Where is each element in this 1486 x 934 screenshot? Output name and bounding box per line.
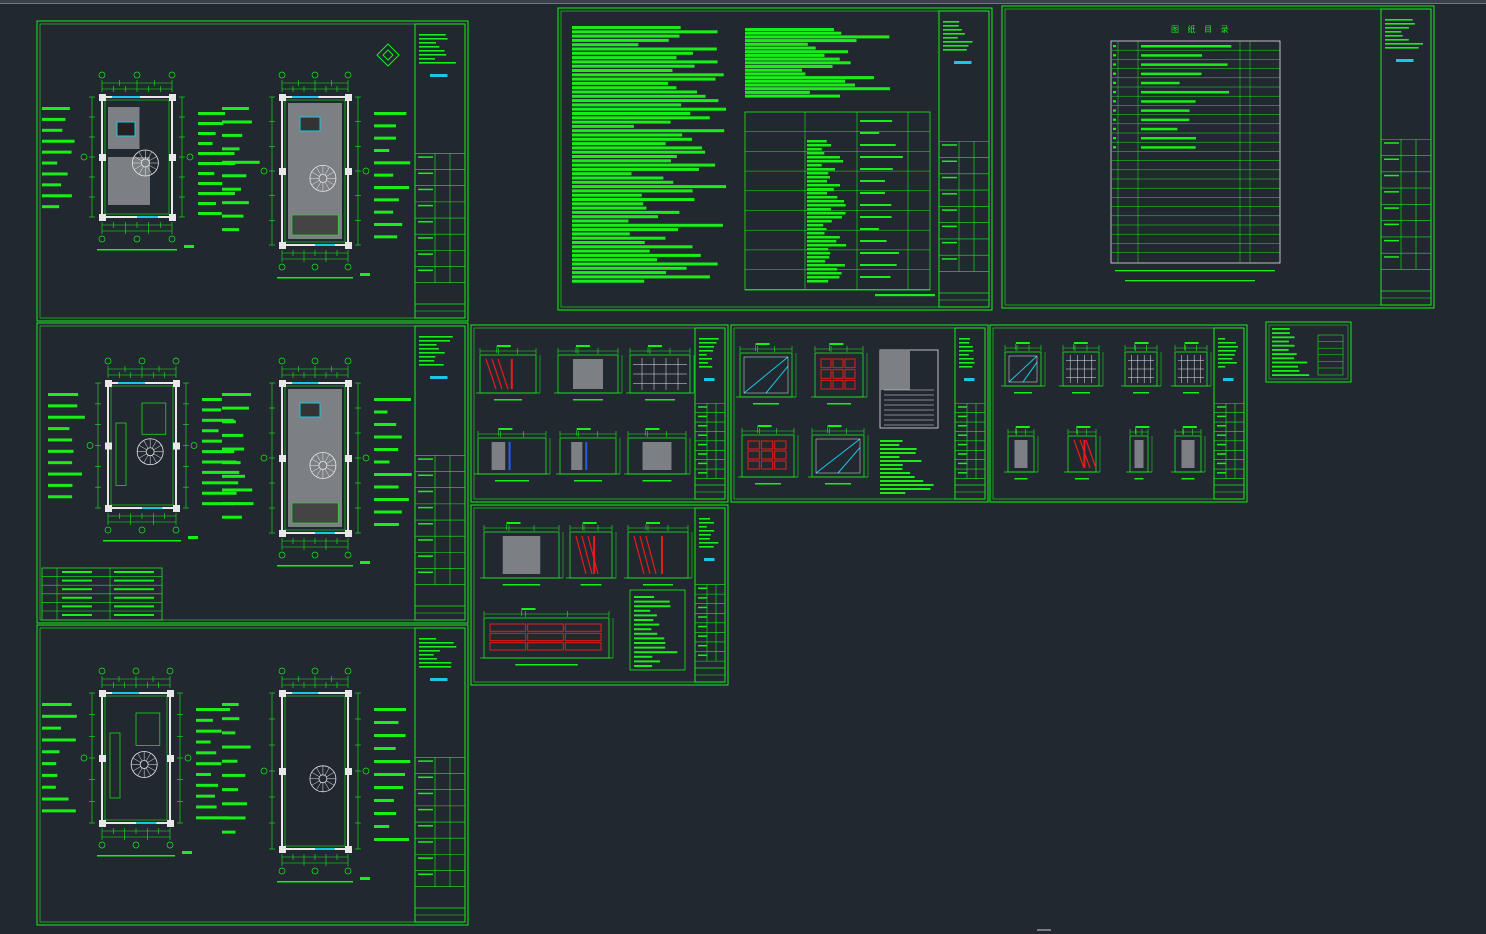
sheet-floor-plans-2[interactable]: [36, 322, 469, 624]
cursor-crosshair-icon: [1037, 929, 1051, 931]
sheet-floor-plans-1[interactable]: [36, 20, 469, 322]
sheet-floor-plans-3[interactable]: [36, 624, 469, 926]
sheet-elevations-2[interactable]: [730, 324, 989, 503]
sheet-elevations-1[interactable]: [470, 324, 729, 503]
sheet-detail-small[interactable]: [1265, 321, 1352, 383]
sheet-elevations-4[interactable]: [470, 504, 729, 686]
index-sheet-heading: 图 纸 目 录: [1171, 25, 1232, 34]
sheet-drawing-index[interactable]: [1001, 5, 1435, 309]
window-top-edge: [0, 0, 1486, 4]
north-arrow-icon: [376, 43, 400, 67]
sheet-layer: [36, 5, 1435, 926]
sheet-design-notes[interactable]: [557, 7, 993, 311]
sheet-elevations-3[interactable]: [989, 324, 1248, 503]
